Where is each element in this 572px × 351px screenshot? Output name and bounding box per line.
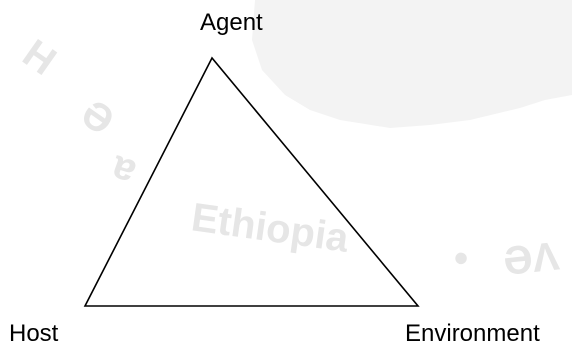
svg-text:Ethiopia: Ethiopia xyxy=(189,195,352,261)
node-label-agent: Agent xyxy=(200,9,263,36)
svg-text:•: • xyxy=(453,236,470,281)
triangle-edges xyxy=(83,56,420,307)
svg-text:H: H xyxy=(15,31,64,84)
svg-text:ɐ: ɐ xyxy=(106,142,143,191)
node-label-host: Host xyxy=(9,320,59,347)
svg-text:ƏΛ: ƏΛ xyxy=(501,234,561,284)
watermark-blob xyxy=(252,0,572,128)
svg-text:Ə: Ə xyxy=(73,91,122,144)
node-label-environment: Environment xyxy=(405,320,540,347)
